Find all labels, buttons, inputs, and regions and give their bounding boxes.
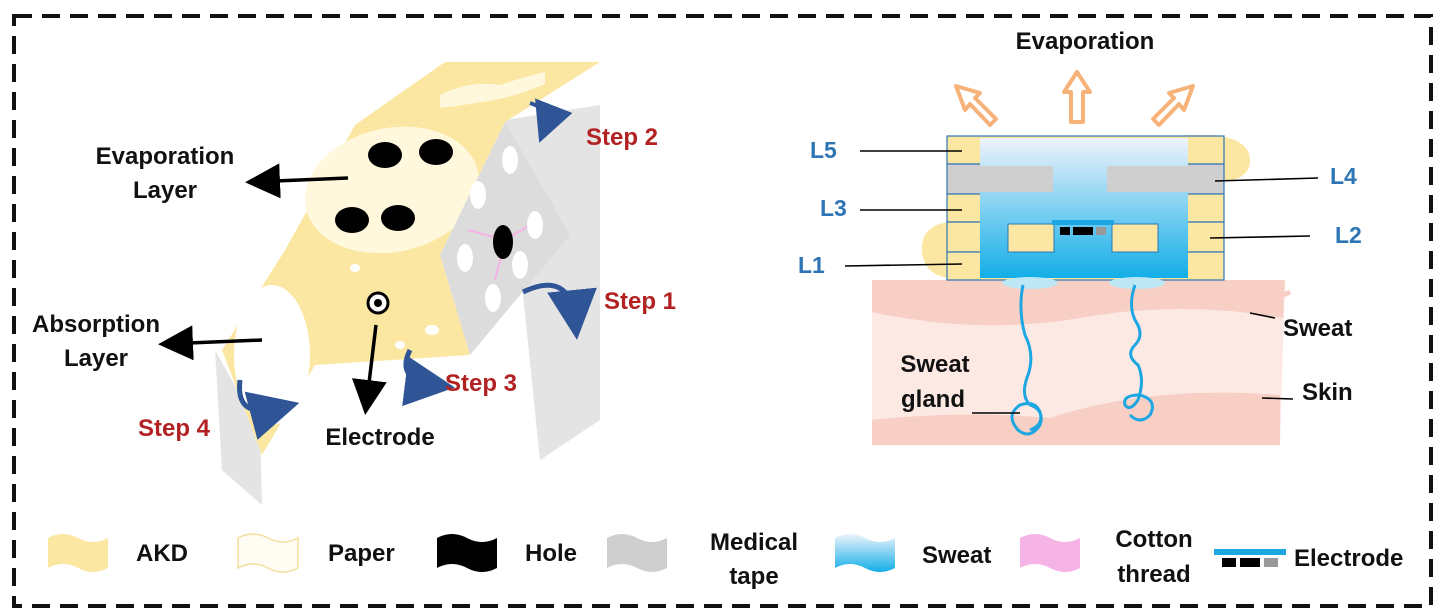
- l1-leader: [844, 263, 963, 267]
- legend-medical-tape-label-1: Medical: [710, 529, 798, 556]
- step2-arrow: [529, 98, 573, 143]
- legend-paper-label: Paper: [328, 540, 395, 567]
- hole: [335, 207, 369, 233]
- dashed-frame: [12, 14, 1433, 608]
- hole-white: [485, 284, 501, 312]
- legend-akd-label: AKD: [136, 540, 188, 567]
- sweat-droplet: [1002, 277, 1058, 289]
- electrode-contact: [1060, 227, 1070, 235]
- sweat-gland-label-2: gland: [901, 386, 965, 413]
- legend-cotton-thread-label-2: thread: [1117, 561, 1190, 588]
- legend-sweat-label: Sweat: [922, 542, 991, 569]
- absorption-pointer: [158, 325, 263, 361]
- skin-epidermis: [872, 280, 1285, 326]
- l3-label: L3: [820, 195, 847, 221]
- evaporation-arrow: [1062, 70, 1092, 124]
- sweat-channel: [980, 138, 1188, 278]
- sweat-gland-label-1: Sweat: [900, 351, 969, 378]
- legend-sweat-swatch: [835, 534, 895, 572]
- l5-label: L5: [810, 137, 837, 163]
- hole: [493, 225, 513, 259]
- evaporation-pointer: [245, 163, 349, 199]
- hole-white: [512, 251, 528, 279]
- hole-white: [395, 341, 405, 349]
- hole: [368, 142, 402, 168]
- l4-leader: [1214, 177, 1319, 182]
- cube-shadow-left: [215, 350, 262, 505]
- skin-dermis: [872, 392, 1280, 445]
- hole-white: [350, 264, 360, 272]
- sweat-gland: [1010, 284, 1043, 436]
- legend-electrode-strip: [1214, 549, 1286, 555]
- sweat-gland: [1123, 284, 1154, 422]
- cross-section: [844, 70, 1319, 445]
- akd-pad: [1111, 223, 1159, 253]
- hole-white: [502, 146, 518, 174]
- legend-akd-swatch: [48, 534, 108, 572]
- hole-white: [470, 181, 486, 209]
- legend-hole-swatch: [437, 534, 497, 572]
- legend-medical-tape-label-2: tape: [729, 563, 778, 590]
- hole: [381, 205, 415, 231]
- folded-device: [158, 62, 600, 505]
- legend-cotton-thread-swatch: [1020, 534, 1080, 572]
- hole: [419, 139, 453, 165]
- electrode-strip: [1052, 220, 1114, 225]
- step2-label: Step 2: [586, 124, 658, 151]
- evaporation-layer-label-2: Layer: [133, 177, 197, 204]
- l2-label: L2: [1335, 222, 1362, 248]
- electrode-pointer: [351, 324, 387, 415]
- legend-medical-tape-swatch: [607, 534, 667, 572]
- electrode-contact: [1073, 227, 1093, 235]
- akd-pad: [1007, 223, 1055, 253]
- legend-electrode-contact: [1240, 558, 1260, 567]
- sweat-leader: [1249, 312, 1276, 319]
- legend-cotton-thread-label-1: Cotton: [1115, 526, 1192, 553]
- sweat-label: Sweat: [1283, 315, 1352, 342]
- hole-white: [425, 325, 439, 335]
- step1-label: Step 1: [604, 288, 676, 315]
- evaporation-label: Evaporation: [1016, 28, 1155, 55]
- step4-arrow: [237, 379, 300, 440]
- skin-label: Skin: [1302, 379, 1353, 406]
- sweat-droplet: [1109, 277, 1165, 289]
- hole-white: [457, 244, 473, 272]
- electrode-label: Electrode: [325, 424, 434, 451]
- legend-paper-swatch: [237, 533, 299, 573]
- step4-label: Step 4: [138, 415, 211, 442]
- legend-electrode-contact: [1222, 558, 1236, 567]
- step3-arrow: [402, 348, 455, 407]
- skin-leader: [1261, 397, 1294, 400]
- skin-edge: [1248, 289, 1292, 313]
- legend: AKD Paper Hole Medical tape Sweat Cotton…: [48, 526, 1403, 590]
- absorption-layer-label-1: Absorption: [32, 311, 160, 338]
- legend-electrode-contact: [1264, 558, 1278, 567]
- absorption-paper: [234, 285, 310, 425]
- l1-label: L1: [798, 252, 825, 278]
- evaporation-arrow: [954, 84, 998, 127]
- step3-label: Step 3: [445, 370, 517, 397]
- absorption-layer-label-2: Layer: [64, 345, 128, 372]
- legend-hole-label: Hole: [525, 540, 577, 567]
- l4-label: L4: [1330, 163, 1357, 189]
- electrode-contact: [1096, 227, 1106, 235]
- hole-white: [527, 211, 543, 239]
- electrode-core: [374, 299, 382, 307]
- top-flap-paper: [440, 72, 545, 108]
- step1-arrow: [521, 282, 597, 340]
- evaporation-layer-label-1: Evaporation: [96, 143, 235, 170]
- legend-electrode-label: Electrode: [1294, 545, 1403, 572]
- l2-leader: [1209, 235, 1311, 239]
- evaporation-arrow: [1151, 84, 1195, 127]
